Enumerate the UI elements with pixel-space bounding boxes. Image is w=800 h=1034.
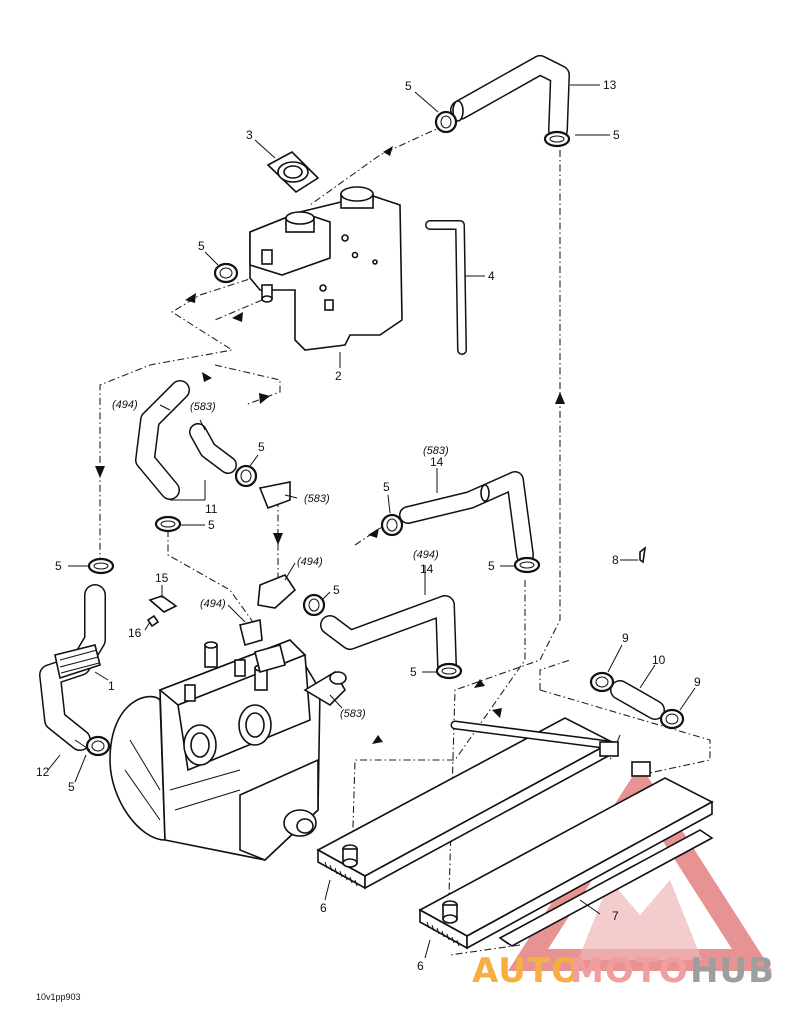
label-14: 14 [430,455,444,469]
label-9: 9 [622,631,629,645]
clamp-icon [589,671,615,693]
label-3: 3 [246,128,253,142]
clamp-icon [213,262,239,284]
overflow-hose [425,220,467,355]
clamp-icon [302,593,326,617]
outlet-fittings [239,481,347,707]
watermark-auto: AUTO [472,951,581,991]
label-15: 15 [155,571,169,585]
hose-1 [39,584,106,751]
hose-clamps [85,110,685,757]
sealant-label: (494) [112,399,138,411]
upper-hose [450,55,570,140]
sealant-label: (494) [200,598,226,610]
heat-exchanger-upper [316,717,614,890]
watermark-text: AUTO MOTO HUB [472,951,775,991]
label-5: 5 [383,480,390,494]
pressure-cap [266,151,320,194]
engine-block [109,639,321,861]
label-5: 5 [410,665,417,679]
sealant-labels: (494) (583) (583) (583) (494) (494) (494… [112,399,449,720]
clamp-icon [85,735,111,757]
sealant-label: (494) [413,549,439,561]
coolant-tank [249,186,403,351]
hose-14-upper [399,471,534,564]
label-5: 5 [198,239,205,253]
label-11: 11 [205,502,218,516]
sealant-label: (583) [304,493,330,505]
sealant-label: (583) [340,708,366,720]
label-5: 5 [55,559,62,573]
label-10: 10 [652,653,666,667]
part-labels: 13 5 5 3 5 4 2 5 11 5 14 5 14 5 5 8 15 1… [36,78,701,973]
label-1: 1 [108,679,115,693]
screw-8 [639,546,647,564]
leader-lines [47,84,696,959]
sealant-label: (583) [190,401,216,413]
connector-tube-7 [450,720,714,947]
clamp-icon [87,557,115,575]
label-9: 9 [694,675,701,689]
label-5: 5 [405,79,412,93]
label-5: 5 [333,583,340,597]
cooling-fins-upper [324,861,358,887]
label-7: 7 [612,909,619,923]
figure-code: 10v1pp903 [36,992,81,1002]
cooling-fins-lower [426,921,460,947]
heat-exchanger-lower [418,777,714,950]
hose-10 [610,680,665,720]
clamp-icon [154,515,182,533]
temperature-sensor [146,595,178,628]
clamp-icon [380,513,404,537]
label-2: 2 [335,369,342,383]
label-5: 5 [613,128,620,142]
sealant-label: (583) [423,445,449,457]
label-4: 4 [488,269,495,283]
clamp-icon [513,556,541,574]
clamp-icon [435,662,463,680]
watermark-hub: HUB [690,951,775,991]
label-13: 13 [603,78,617,92]
watermark-moto: MOTO [570,951,689,991]
sealant-label: (494) [297,556,323,568]
label-5: 5 [488,559,495,573]
label-8: 8 [612,553,619,567]
label-6: 6 [320,901,327,915]
clamp-icon [543,130,571,148]
clamp-icon [234,464,258,488]
hose-11 [135,380,237,500]
clamp-icon [434,110,458,134]
label-5: 5 [208,518,215,532]
label-12: 12 [36,765,50,779]
clamp-icon [659,708,685,730]
label-14: 14 [420,562,434,576]
label-6: 6 [417,959,424,973]
hose-14-lower [320,595,457,675]
label-5: 5 [68,780,75,794]
label-5: 5 [258,440,265,454]
label-16: 16 [128,626,142,640]
